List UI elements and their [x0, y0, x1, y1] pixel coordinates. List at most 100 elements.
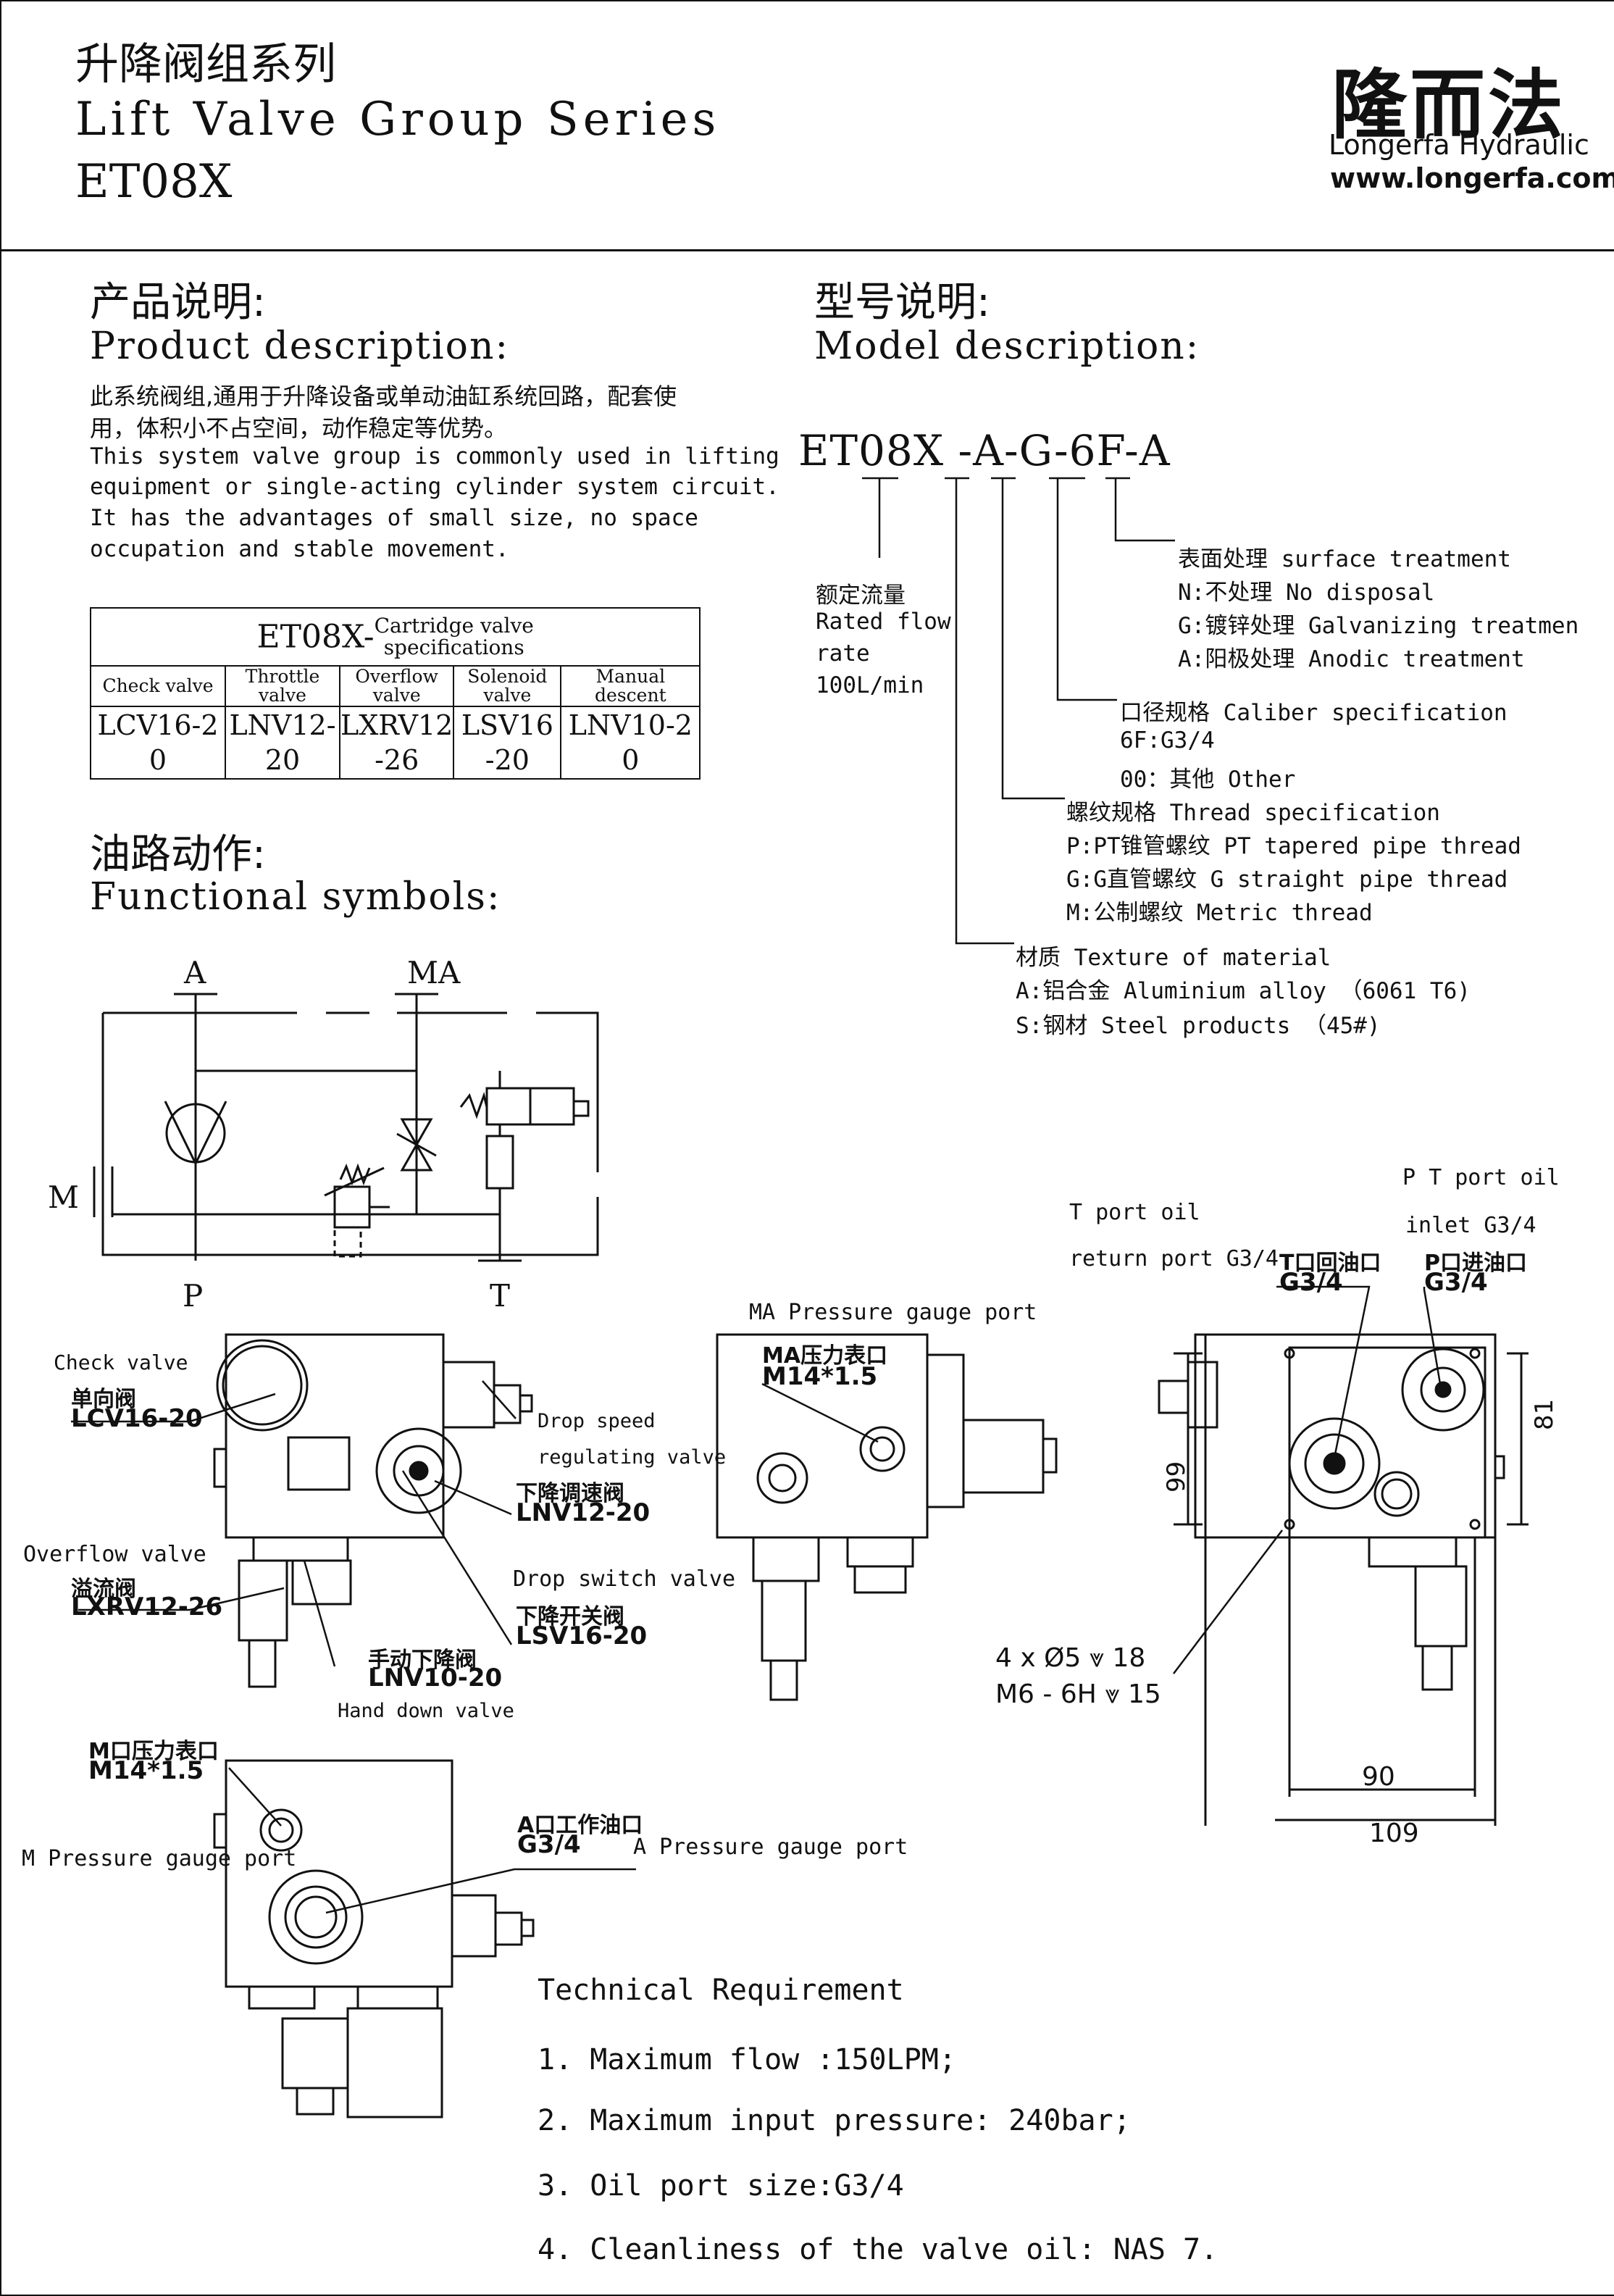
a-port-cn: A口工作油口 — [517, 1813, 643, 1838]
material-title: 材质 Texture of material — [1016, 945, 1331, 971]
drop-switch-en: Drop switch valve — [513, 1566, 736, 1592]
hand-down-code: LNV10-20 — [368, 1663, 503, 1692]
product-text-en-3: It has the advantages of small size, no … — [90, 505, 698, 531]
brand-logo-cn: 隆而法 — [1331, 61, 1567, 149]
m-port-size: M14*1.5 — [88, 1756, 204, 1785]
material-a: A:铝合金 Aluminium alloy （6061 T6) — [1016, 978, 1471, 1004]
ma-port-size: M14*1.5 — [762, 1362, 878, 1391]
port-m-label: M — [48, 1180, 80, 1215]
port-p-label: P — [183, 1278, 204, 1314]
p-port-label-2: inlet G3/4 — [1405, 1213, 1536, 1238]
dimension-81: 81 — [1530, 1398, 1559, 1430]
thread-m: M:公制螺纹 Metric thread — [1066, 900, 1373, 926]
caliber-00: 00：其他 Other — [1120, 767, 1296, 793]
spec-header-check: Check valve — [90, 665, 226, 707]
m-port-en: M Pressure gauge port — [22, 1846, 297, 1871]
material-s: S:钢材 Steel products （45#) — [1016, 1013, 1381, 1039]
dimension-109: 109 — [1369, 1819, 1419, 1848]
drop-switch-code: LSV16-20 — [516, 1621, 648, 1650]
drop-speed-1: Drop speed — [538, 1410, 656, 1432]
overflow-valve-cn: 溢流阀 — [71, 1577, 136, 1602]
spec-title-sub-2: specifications — [383, 635, 524, 659]
spec-value-overflow: LXRV12-26 — [338, 706, 455, 780]
port-ma-label: MA — [407, 955, 461, 990]
side-view-drawing — [716, 1333, 1058, 1701]
a-port-size: G3/4 — [517, 1830, 581, 1859]
surface-n: N:不处理 No disposal — [1178, 580, 1435, 606]
a-port-en: A Pressure gauge port — [633, 1834, 908, 1860]
p-port-label-1: P T port oil — [1402, 1165, 1560, 1190]
overflow-valve-en: Overflow valve — [23, 1542, 206, 1567]
surface-title: 表面处理 surface treatment — [1178, 546, 1511, 572]
front-view-drawing — [213, 1333, 533, 1688]
check-valve-en: Check valve — [54, 1351, 188, 1374]
technical-title: Technical Requirement — [538, 1974, 904, 2007]
title-model: ET08X — [75, 155, 233, 209]
flow-label-2: Rated flow — [816, 609, 951, 635]
product-heading-en: Product description: — [90, 325, 509, 368]
model-heading-en: Model description: — [814, 325, 1200, 368]
p-port-cn: P口进油口 — [1424, 1251, 1527, 1276]
thread-g: G:G直管螺纹 G straight pipe thread — [1066, 867, 1508, 893]
brand-website: www.longerfa.com — [1330, 162, 1614, 194]
t-port-label-1: T port oil — [1069, 1200, 1200, 1225]
hand-down-en: Hand down valve — [338, 1700, 514, 1722]
technical-item-3: 3. Oil port size:G3/4 — [538, 2169, 904, 2203]
model-code: ET08X -A-G-6F-A — [798, 426, 1171, 475]
hydraulic-schematic — [93, 993, 599, 1262]
check-valve-code: LCV16-20 — [71, 1404, 203, 1433]
spec-title-main: ET08X- — [256, 618, 375, 656]
port-a-label: A — [184, 955, 206, 990]
product-heading-cn: 产品说明: — [90, 279, 266, 326]
top-view-drawing — [1158, 1333, 1529, 1826]
header-divider — [0, 249, 1614, 251]
leader-lines — [71, 1285, 1442, 1914]
caliber-6f: 6F:G3/4 — [1120, 727, 1215, 753]
spec-title-sub-1: Cartridge valve — [374, 614, 534, 638]
technical-item-4: 4. Cleanliness of the valve oil: NAS 7. — [538, 2233, 1218, 2266]
check-valve-cn: 单向阀 — [71, 1387, 136, 1412]
ma-port-cn: MA压力表口 — [762, 1343, 888, 1369]
model-code-leaders — [862, 477, 1175, 945]
overflow-valve-code: LXRV12-26 — [71, 1592, 223, 1621]
spec-value-throttle: LNV12-20 — [225, 706, 340, 780]
technical-item-1: 1. Maximum flow :150LPM; — [538, 2043, 956, 2076]
drop-speed-2: regulating valve — [538, 1446, 727, 1469]
drop-switch-cn: 下降开关阀 — [516, 1604, 624, 1629]
dimension-90: 90 — [1362, 1762, 1395, 1792]
drop-speed-cn: 下降调速阀 — [516, 1481, 624, 1506]
t-port-cn: T口回油口 — [1279, 1251, 1381, 1276]
t-port-size: G3/4 — [1279, 1268, 1343, 1297]
surface-g: G:镀锌处理 Galvanizing treatmen — [1178, 613, 1579, 639]
product-text-en-1: This system valve group is commonly used… — [90, 443, 779, 469]
title-en: Lift Valve Group Series — [75, 93, 721, 146]
flow-value: 100L/min — [816, 672, 924, 698]
spec-value-solenoid: LSV16-20 — [453, 706, 562, 780]
flow-label-1: 额定流量 — [816, 583, 906, 609]
flow-label-3: rate — [816, 640, 870, 667]
thread-title: 螺纹规格 Thread specification — [1066, 800, 1440, 826]
brand-en: Longerfa Hydraulic — [1329, 129, 1589, 161]
product-text-en-2: equipment or single-acting cylinder syst… — [90, 474, 779, 500]
mounting-holes-1: 4 x Ø5 ⩔ 18 — [995, 1643, 1146, 1673]
caliber-title: 口径规格 Caliber specification — [1120, 700, 1508, 726]
functional-heading-en: Functional symbols: — [90, 875, 501, 919]
product-text-cn-2: 用，体积小不占空间，动作稳定等优势。 — [90, 414, 508, 442]
t-port-label-2: return port G3/4 — [1069, 1246, 1279, 1272]
p-port-size: G3/4 — [1424, 1268, 1488, 1297]
drop-speed-code: LNV12-20 — [516, 1498, 651, 1527]
mounting-holes-2: M6 - 6H ⩔ 15 — [995, 1679, 1161, 1709]
technical-item-2: 2. Maximum input pressure: 240bar; — [538, 2104, 1131, 2137]
bottom-view-drawing — [213, 1759, 535, 2118]
product-text-cn-1: 此系统阀组,通用于升降设备或单动油缸系统回路，配套使 — [90, 383, 677, 410]
product-text-en-4: occupation and stable movement. — [90, 536, 509, 562]
port-t-label: T — [490, 1278, 511, 1314]
